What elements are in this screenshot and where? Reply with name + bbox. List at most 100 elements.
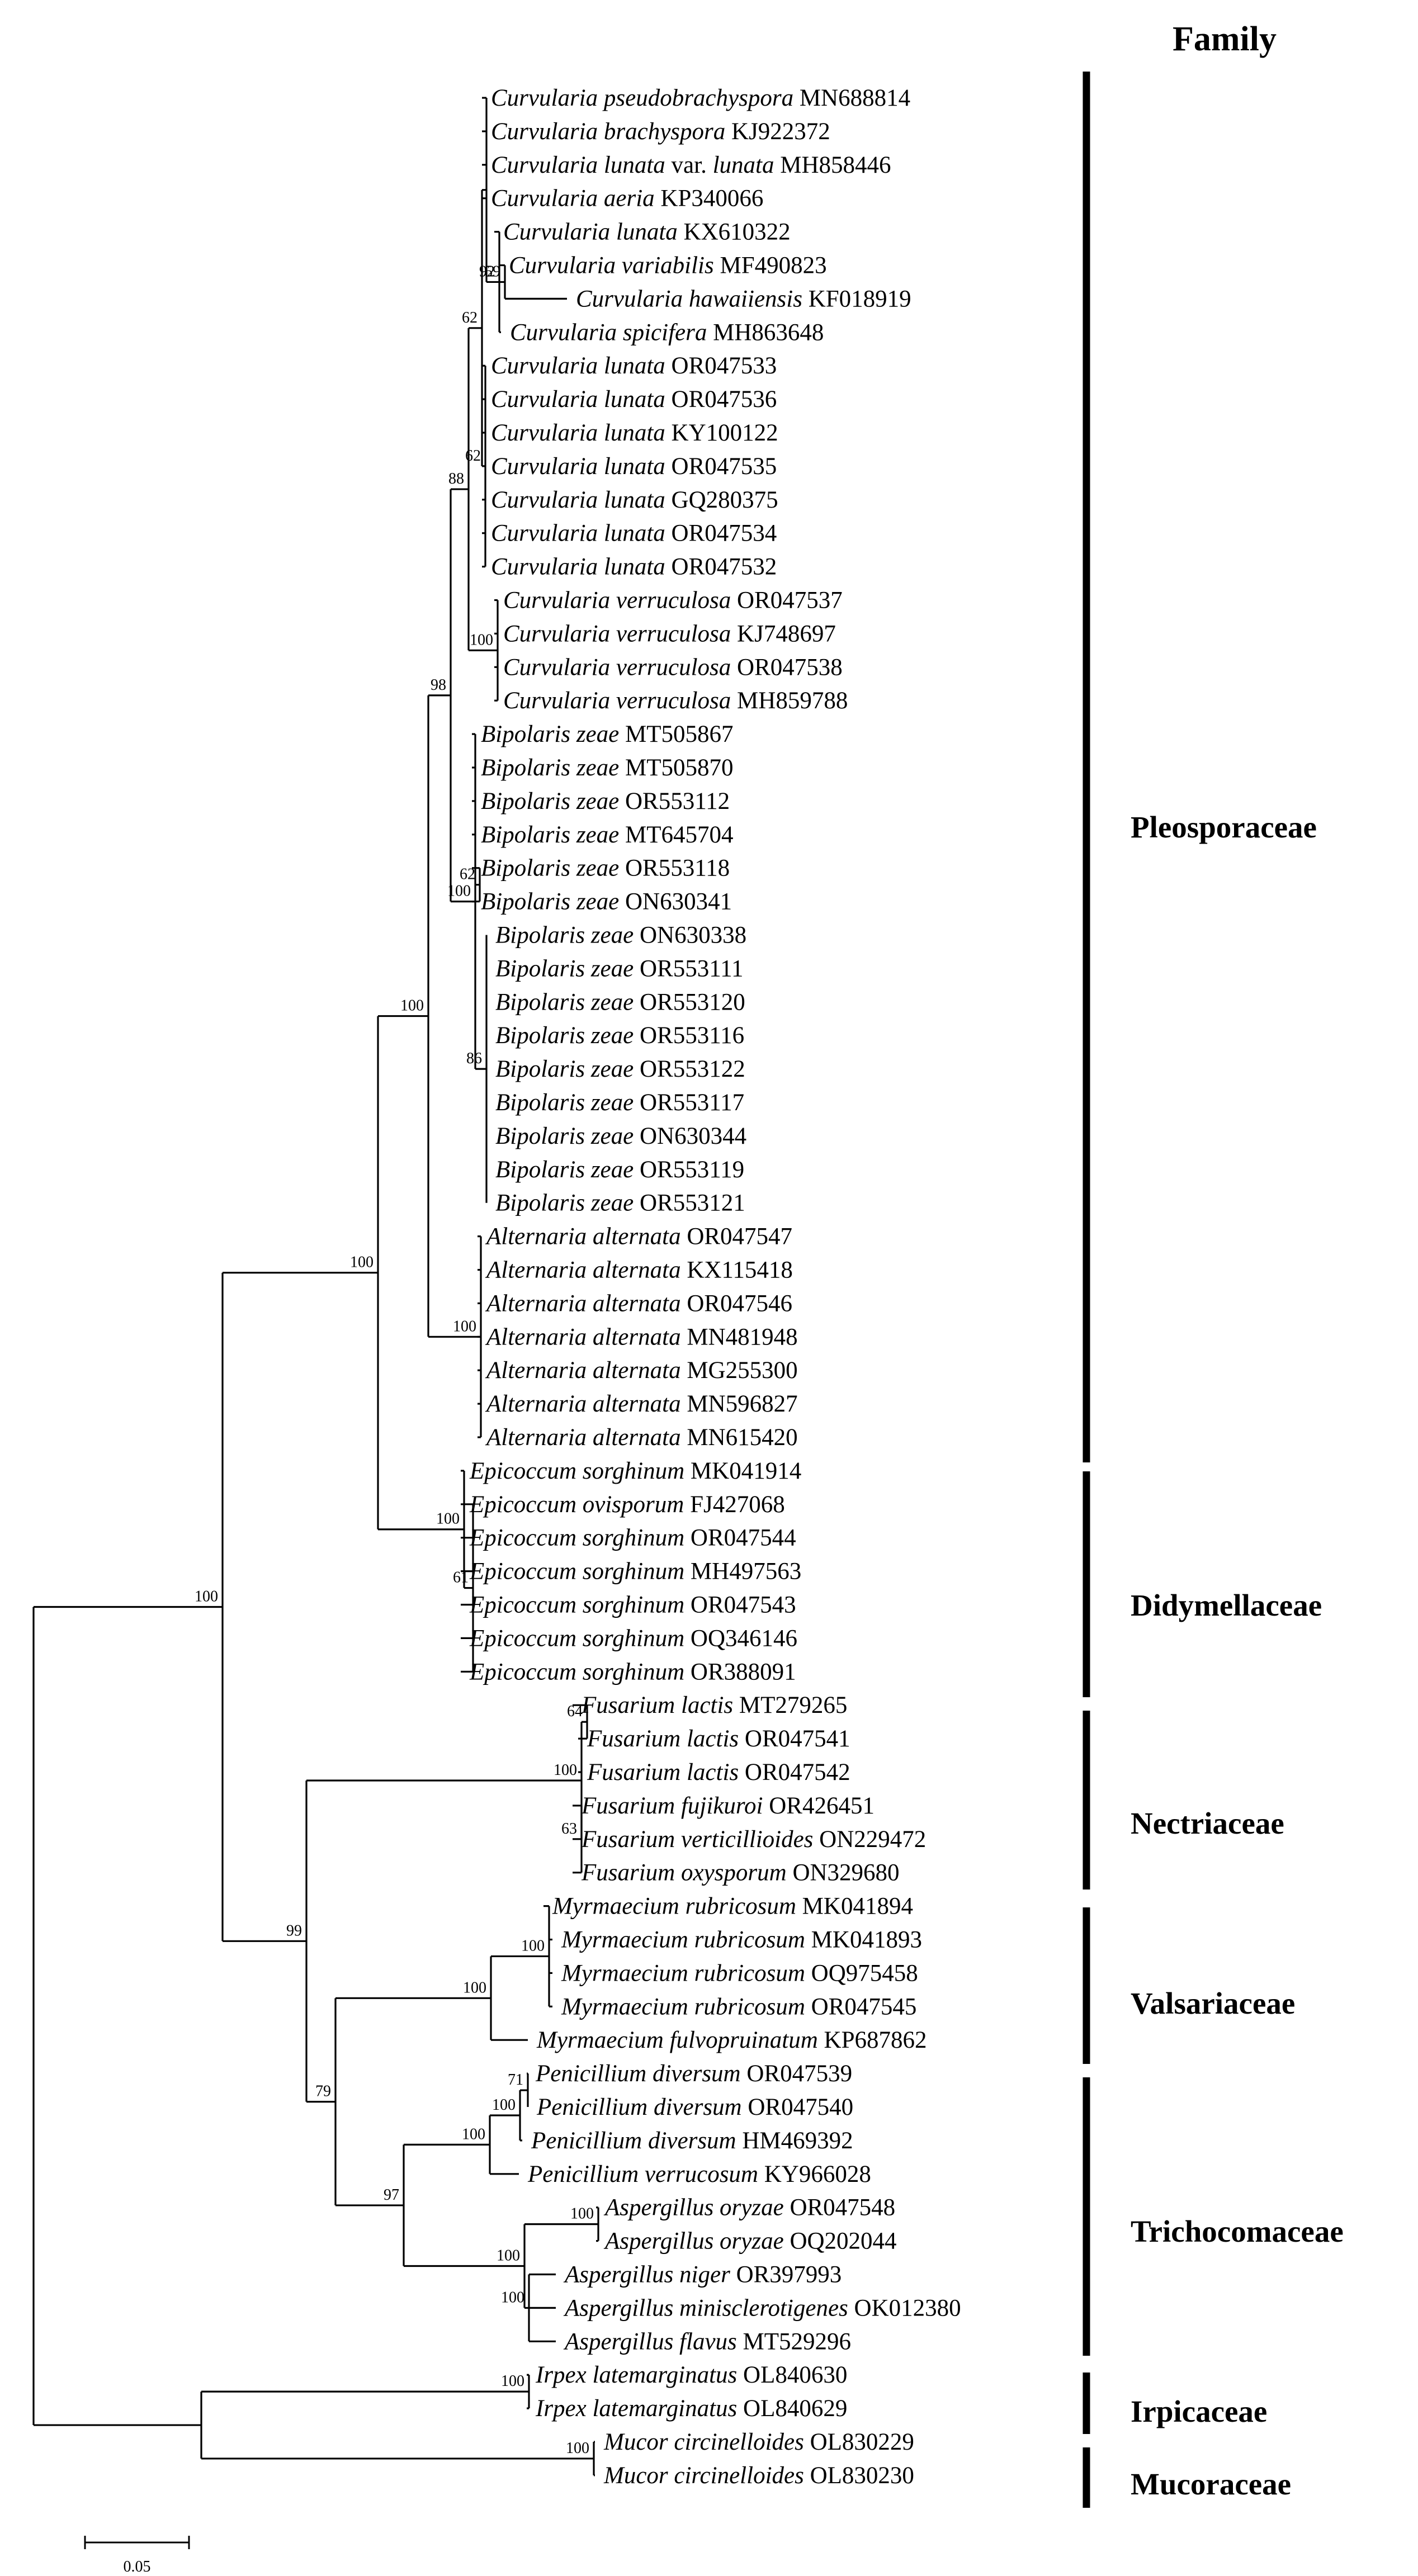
tip-species-name: Penicillium verrucosum [527,2161,758,2187]
tip-species-name: Fusarium lactis [581,1692,733,1718]
tip-accession: MN481948 [681,1324,798,1350]
tip-label: Curvularia lunata KX610322 [503,219,791,245]
support-value: 99 [286,1922,302,1939]
support-value: 100 [570,2205,594,2223]
support-value: 63 [561,1820,577,1838]
tip-label: Bipolaris zeae MT505867 [481,721,733,747]
tip-label: Myrmaecium rubricosum MK041894 [552,1893,913,1920]
tip-label: Bipolaris zeae OR553112 [481,788,730,815]
tip-accession: MT645704 [619,822,733,848]
support-value: 79 [315,2083,331,2100]
tip-species-name: Myrmaecium rubricosum [561,1927,805,1953]
tip-species-name: Alternaria alternata [485,1257,681,1284]
tip-species-name: Alternaria alternata [485,1290,681,1317]
support-value: 86 [466,1050,482,1067]
tip-accession: ON229472 [813,1826,926,1853]
tip-accession: OL830230 [804,2463,914,2489]
tip-label: Curvularia verruculosa OR047537 [503,588,843,614]
tip-label: Fusarium fujikuroi OR426451 [581,1793,875,1819]
tip-label: Bipolaris zeae OR553122 [495,1056,745,1082]
scale-bar: 0.05 [84,2536,190,2575]
tip-species-name: Epicoccum sorghinum [469,1625,684,1651]
tip-label: Irpex latemarginatus OL840630 [535,2362,847,2388]
tip-species-name: Curvularia verruculosa [503,621,731,647]
support-value: 100 [501,2289,524,2306]
tip-accession: OR047545 [805,1993,916,2020]
tip-species-name: Penicillium diversum [536,2094,742,2120]
tip-species-name: Aspergillus oryzae [603,2195,784,2221]
tip-species-name: Curvularia pseudobrachyspora [491,85,793,111]
tip-accession: OR047542 [739,1759,850,1786]
tip-label: Fusarium lactis MT279265 [581,1692,847,1718]
tip-species-name: Epicoccum sorghinum [469,1525,684,1551]
tip-label: Aspergillus oryzae OQ202044 [603,2228,897,2255]
tip-label: Penicillium diversum OR047539 [535,2061,852,2087]
tip-accession: OK012380 [848,2295,961,2321]
support-value: 100 [350,1254,374,1271]
tip-label: Curvularia verruculosa OR047538 [503,654,843,680]
tip-accession: OR047547 [681,1224,792,1250]
tip-species-name: Myrmaecium rubricosum [552,1893,796,1920]
tip-accession: OR047534 [665,520,777,547]
tip-accession: OR553119 [634,1157,744,1183]
tip-species-name: Fusarium oxysporum [581,1860,787,1886]
tip-accession: ON630338 [634,922,746,949]
tip-accession: KY966028 [758,2161,871,2187]
tip-label: Fusarium verticillioides ON229472 [581,1826,926,1853]
support-value: 100 [453,1318,476,1335]
tip-label: Curvularia hawaiiensis KF018919 [576,286,911,312]
tip-accession: OR047546 [681,1290,792,1317]
tip-label: Curvularia lunata OR047536 [491,386,777,413]
tip-label: Epicoccum sorghinum OR388091 [469,1659,796,1685]
tip-label: Curvularia spicifera MH863648 [510,319,824,345]
tip-species-name: Bipolaris zeae [481,855,619,882]
tip-label: Bipolaris zeae OR553120 [495,989,745,1015]
tip-species-name: Bipolaris zeae [495,922,634,949]
tip-accession: MG255300 [681,1357,798,1384]
tip-accession: MK041893 [805,1927,922,1953]
tip-accession: MK041894 [796,1893,913,1920]
tip-label: Fusarium lactis OR047541 [587,1726,850,1752]
tip-species-name: Bipolaris zeae [495,1123,634,1149]
tip-species-name: Irpex latemarginatus [535,2395,737,2422]
tip-species-name: Bipolaris zeae [481,788,619,815]
tip-accession: KY100122 [665,420,778,446]
tip-accession: MT505870 [619,755,733,781]
tip-species-name: Aspergillus oryzae [603,2228,784,2255]
tip-accession: OR426451 [763,1793,875,1819]
tip-accession: MK041914 [684,1458,801,1484]
tip-species-name: Bipolaris zeae [481,889,619,915]
tip-label: Bipolaris zeae OR553119 [495,1157,744,1183]
tip-species-name: Curvularia hawaiiensis [576,286,802,312]
tip-accession: OR553120 [634,989,745,1015]
tip-label: Bipolaris zeae ON630338 [495,922,746,949]
tip-accession: OQ202044 [784,2228,897,2255]
tip-accession: KX115418 [681,1257,793,1284]
tip-label: Bipolaris zeae ON630344 [495,1123,746,1149]
tip-species-name: Bipolaris zeae [481,822,619,848]
support-value: 59 [485,263,500,280]
tip-label: Bipolaris zeae OR553116 [495,1022,744,1049]
support-value: 100 [554,1761,577,1779]
support-value: 71 [508,2071,523,2089]
tip-species-name: Bipolaris zeae [481,755,619,781]
tip-accession: ON329680 [787,1860,900,1886]
tip-species-name: Mucor circinelloides [603,2429,804,2455]
tip-species-name: Bipolaris zeae [481,721,619,747]
tip-species-name: Curvularia lunata [491,386,665,413]
tip-species-name: Bipolaris zeae [495,955,634,982]
support-value: 100 [470,631,493,648]
tip-label: Mucor circinelloides OL830230 [603,2463,914,2489]
support-value: 62 [465,447,481,465]
tip-species-name: Aspergillus minisclerotigenes [563,2295,848,2321]
tip-label: Epicoccum sorghinum MH497563 [469,1559,801,1585]
tip-accession: OR047532 [665,554,777,580]
tip-label: Bipolaris zeae OR553118 [481,855,730,882]
tip-species-name: Fusarium verticillioides [581,1826,813,1853]
support-value: 97 [384,2186,399,2204]
tip-label: Alternaria alternata MN481948 [485,1324,798,1350]
tip-species-name: Epicoccum sorghinum [469,1458,684,1484]
tip-species-name: Curvularia aeria [491,186,655,212]
tip-label: Penicillium verrucosum KY966028 [527,2161,871,2187]
tip-accession: OR388091 [684,1659,796,1685]
